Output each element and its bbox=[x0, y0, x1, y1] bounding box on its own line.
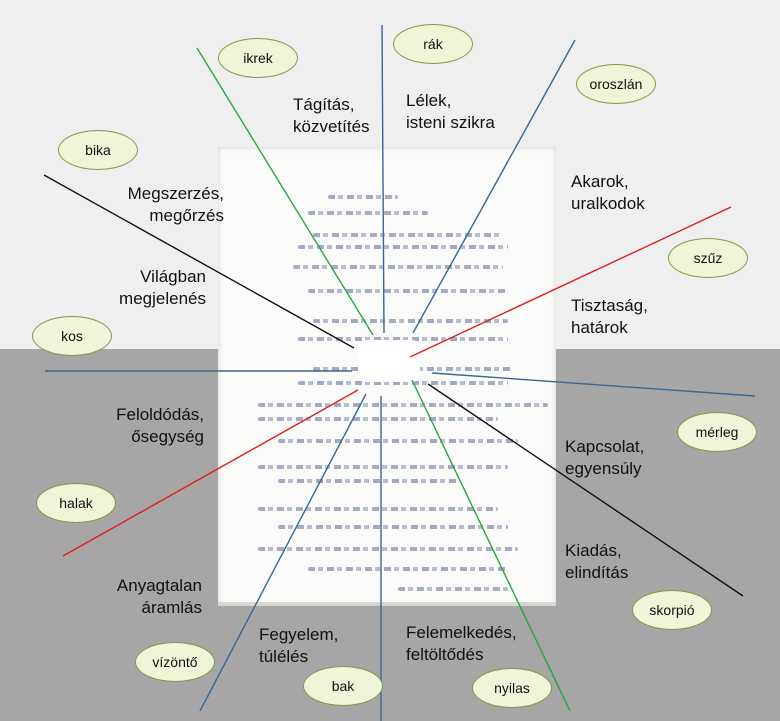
handwriting-line bbox=[308, 567, 508, 571]
sign-halak: halak bbox=[36, 483, 116, 523]
sign-ikrek: ikrek bbox=[218, 38, 298, 78]
ray-ikrek bbox=[196, 47, 374, 336]
handwriting-line bbox=[398, 587, 508, 591]
ray-skorpio bbox=[427, 383, 744, 597]
handwriting-line bbox=[258, 465, 508, 469]
sign-merleg: mérleg bbox=[677, 412, 757, 452]
handwritten-paper-photo bbox=[218, 147, 556, 606]
label-lelek: Lélek, isteni szikra bbox=[406, 91, 495, 132]
ray-oroszlan bbox=[412, 39, 576, 334]
sign-nyilas: nyilas bbox=[472, 668, 552, 708]
ray-nyilas bbox=[411, 379, 571, 712]
sign-rak: rák bbox=[393, 24, 473, 64]
label-vilagban: Világban megjelenés bbox=[119, 267, 206, 308]
sign-bika: bika bbox=[58, 130, 138, 170]
sign-bak: bak bbox=[303, 666, 383, 706]
ray-rak bbox=[381, 24, 385, 334]
ray-bika bbox=[43, 174, 355, 349]
label-tisztasag: Tisztaság, határok bbox=[571, 296, 648, 337]
handwriting-line bbox=[298, 381, 508, 385]
center-blank bbox=[358, 340, 420, 382]
ray-merleg bbox=[431, 372, 756, 397]
sign-oroszlan: oroszlán bbox=[576, 64, 656, 104]
sign-szuz: szűz bbox=[668, 238, 748, 278]
handwriting-line bbox=[298, 245, 508, 249]
label-akarok: Akarok, uralkodok bbox=[571, 172, 645, 213]
ray-halak bbox=[62, 389, 359, 557]
sign-skorpio: skorpió bbox=[632, 590, 712, 630]
paper-edge bbox=[218, 602, 556, 606]
handwriting-line bbox=[313, 233, 503, 237]
label-anyagtalan: Anyagtalan áramlás bbox=[116, 576, 202, 617]
handwriting-line bbox=[258, 403, 548, 407]
label-fegyelem: Fegyelem, túlélés bbox=[259, 625, 339, 666]
sign-vizonto: vízöntő bbox=[135, 642, 215, 682]
label-feloldodas: Feloldódás, ősegység bbox=[116, 405, 204, 446]
handwriting-line bbox=[328, 195, 398, 199]
handwriting-line bbox=[258, 417, 498, 421]
label-tagitas: Tágítás, közvetítés bbox=[293, 95, 370, 136]
handwriting-line bbox=[308, 211, 428, 215]
handwriting-line bbox=[258, 547, 518, 551]
ray-vizonto bbox=[199, 393, 367, 712]
sign-kos: kos bbox=[32, 316, 112, 356]
label-megszerzes: Megszerzés, megőrzés bbox=[127, 184, 224, 225]
handwriting-line bbox=[278, 439, 518, 443]
handwriting-line bbox=[278, 479, 458, 483]
label-kapcsolat: Kapcsolat, egyensúly bbox=[565, 437, 645, 478]
label-kiadas: Kiadás, elindítás bbox=[565, 541, 629, 582]
handwriting-line bbox=[293, 265, 503, 269]
label-felemelkedes: Felemelkedés, feltöltődés bbox=[406, 623, 517, 664]
handwriting-line bbox=[308, 289, 508, 293]
handwriting-line bbox=[298, 337, 508, 341]
ray-szuz bbox=[409, 206, 732, 358]
handwriting-line bbox=[258, 507, 498, 511]
handwriting-line bbox=[313, 319, 508, 323]
handwriting-line bbox=[278, 525, 508, 529]
